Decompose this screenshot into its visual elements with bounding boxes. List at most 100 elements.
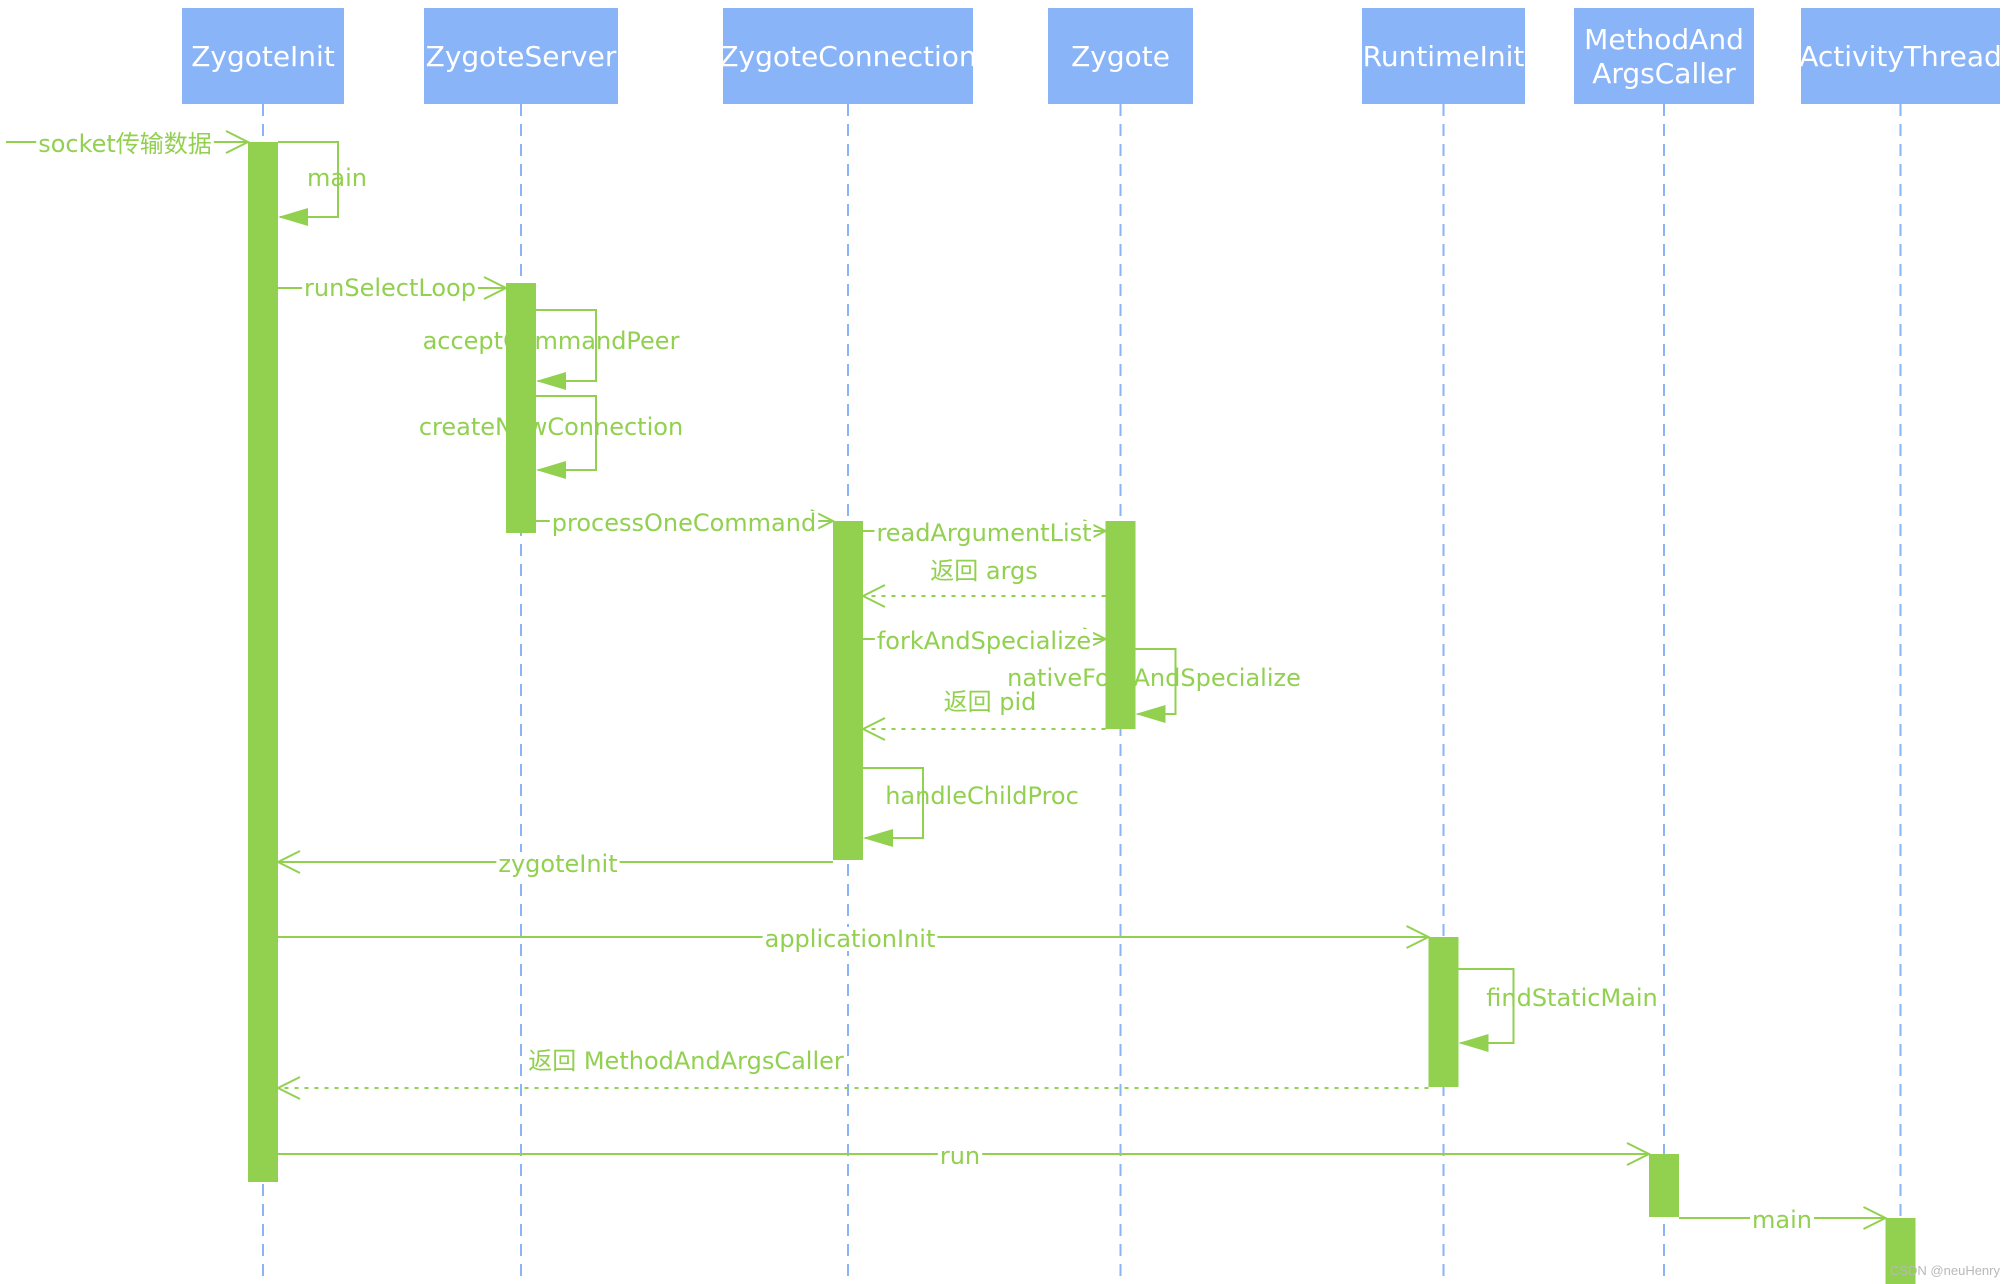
message-label-bg bbox=[36, 132, 214, 156]
messages: socket传输数据 main runSelectLoop acceptCommand… bbox=[6, 130, 1888, 1234]
activation-bar-at bbox=[1885, 1218, 1916, 1284]
message-label: applicationInit bbox=[765, 925, 936, 953]
participant-zy: Zygote bbox=[1048, 8, 1193, 104]
participants: ZygoteInit ZygoteServer ZygoteConnection Zy… bbox=[182, 8, 2002, 104]
arrowhead bbox=[1135, 705, 1166, 723]
message-return-pid: 返回 pid bbox=[860, 688, 1106, 741]
message-handlechildproc: handleChildProc bbox=[863, 767, 1079, 847]
message-label-bg bbox=[937, 1144, 983, 1168]
participant-label: ZygoteConnection bbox=[719, 40, 976, 73]
message-return-args: 返回 args bbox=[860, 557, 1106, 608]
arrowhead bbox=[278, 208, 308, 226]
message-label: run bbox=[940, 1142, 980, 1170]
participant-label: ActivityThread bbox=[1799, 40, 2002, 73]
participant-zc: ZygoteConnection bbox=[719, 8, 977, 104]
message-label-bg bbox=[1750, 1208, 1814, 1232]
message-label: nativeForkAndSpecialize bbox=[1007, 664, 1301, 692]
message-label: zygoteInit bbox=[498, 850, 617, 878]
message-label: main bbox=[307, 164, 367, 192]
participant-box bbox=[723, 8, 973, 104]
arrowhead bbox=[483, 276, 509, 300]
message-main1: main bbox=[278, 141, 367, 226]
arrowhead bbox=[225, 130, 251, 154]
message-label-bg bbox=[762, 927, 938, 951]
participant-label: ArgsCaller bbox=[1592, 57, 1736, 90]
message-nativeforkandspecialize: nativeForkAndSpecialize bbox=[1007, 648, 1301, 723]
participant-box bbox=[1048, 8, 1193, 104]
arrowhead bbox=[1406, 925, 1431, 949]
message-line bbox=[536, 309, 597, 382]
message-line bbox=[536, 395, 597, 471]
message-label: processOneCommand bbox=[552, 509, 816, 537]
message-forkandspecialize: forkAndSpecialize bbox=[863, 627, 1108, 655]
arrowhead bbox=[860, 717, 886, 741]
message-label-bg bbox=[874, 629, 1094, 653]
message-label: forkAndSpecialize bbox=[877, 627, 1091, 655]
participant-box bbox=[424, 8, 618, 104]
participant-box bbox=[182, 8, 344, 104]
participant-label: MethodAnd bbox=[1584, 23, 1744, 56]
message-label: 返回 args bbox=[930, 557, 1038, 585]
message-findstaticmain: findStaticMain bbox=[1458, 968, 1658, 1052]
participant-label: ZygoteServer bbox=[426, 40, 617, 73]
message-runselectloop: runSelectLoop bbox=[278, 274, 509, 302]
message-socket: socket传输数据 bbox=[6, 130, 251, 158]
message-label-bg bbox=[496, 852, 620, 876]
message-label: main bbox=[1752, 1206, 1812, 1234]
activations bbox=[248, 142, 1916, 1284]
activation-bar-zs bbox=[506, 283, 536, 533]
arrowhead bbox=[863, 829, 893, 847]
participant-box bbox=[1574, 8, 1754, 104]
message-label: acceptCommandPeer bbox=[423, 327, 680, 355]
participant-box bbox=[1362, 8, 1525, 104]
activation-bar-zi bbox=[248, 142, 278, 1182]
message-label: findStaticMain bbox=[1486, 984, 1657, 1012]
message-label: 返回 MethodAndArgsCaller bbox=[528, 1047, 844, 1075]
message-label: 返回 pid bbox=[944, 688, 1037, 716]
message-processonecommand: processOneCommand bbox=[536, 509, 836, 537]
participant-box bbox=[1801, 8, 2000, 104]
activation-bar-mac bbox=[1649, 1154, 1679, 1217]
arrowhead bbox=[810, 509, 836, 533]
watermark: CSDN @neuHenry bbox=[1890, 1263, 2001, 1278]
arrowhead bbox=[860, 584, 886, 608]
activation-bar-ri bbox=[1428, 937, 1459, 1087]
message-line bbox=[863, 767, 924, 839]
message-return-methodandargscaller: 返回 MethodAndArgsCaller bbox=[275, 1047, 1429, 1100]
participant-zs: ZygoteServer bbox=[424, 8, 618, 104]
message-label-bg bbox=[549, 511, 819, 535]
arrowhead bbox=[275, 1076, 301, 1100]
message-label-bg bbox=[302, 276, 478, 300]
participant-mac: MethodAndArgsCaller bbox=[1574, 8, 1754, 104]
arrowhead bbox=[1458, 1034, 1489, 1052]
message-createnewconnection: createNewConnection bbox=[419, 395, 683, 479]
message-main2: main bbox=[1679, 1206, 1888, 1234]
message-label: socket传输数据 bbox=[38, 130, 212, 158]
message-label: runSelectLoop bbox=[304, 274, 476, 302]
participant-label: ZygoteInit bbox=[191, 40, 335, 73]
participant-label: Zygote bbox=[1071, 40, 1170, 73]
message-readargumentlist: readArgumentList bbox=[863, 519, 1108, 547]
message-line bbox=[278, 141, 339, 218]
activation-bar-zy bbox=[1105, 521, 1136, 729]
message-label: createNewConnection bbox=[419, 413, 683, 441]
arrowhead bbox=[536, 461, 566, 479]
arrowhead bbox=[275, 850, 301, 874]
message-acceptcommandpeer: acceptCommandPeer bbox=[423, 309, 680, 390]
message-label: readArgumentList bbox=[876, 519, 1091, 547]
activation-bar-zc bbox=[833, 521, 863, 860]
participant-ri: RuntimeInit bbox=[1362, 8, 1525, 104]
message-label-bg bbox=[874, 521, 1094, 545]
participant-zi: ZygoteInit bbox=[182, 8, 344, 104]
participant-at: ActivityThread bbox=[1799, 8, 2002, 104]
arrowhead bbox=[1863, 1206, 1888, 1230]
message-applicationinit: applicationInit bbox=[278, 925, 1431, 953]
arrowhead bbox=[536, 372, 566, 390]
lifelines bbox=[262, 104, 1902, 1284]
arrowhead bbox=[1626, 1142, 1652, 1166]
message-label: handleChildProc bbox=[885, 782, 1079, 810]
participant-label: RuntimeInit bbox=[1363, 40, 1525, 73]
message-run: run bbox=[278, 1142, 1652, 1170]
message-zygoteinit: zygoteInit bbox=[275, 850, 833, 878]
